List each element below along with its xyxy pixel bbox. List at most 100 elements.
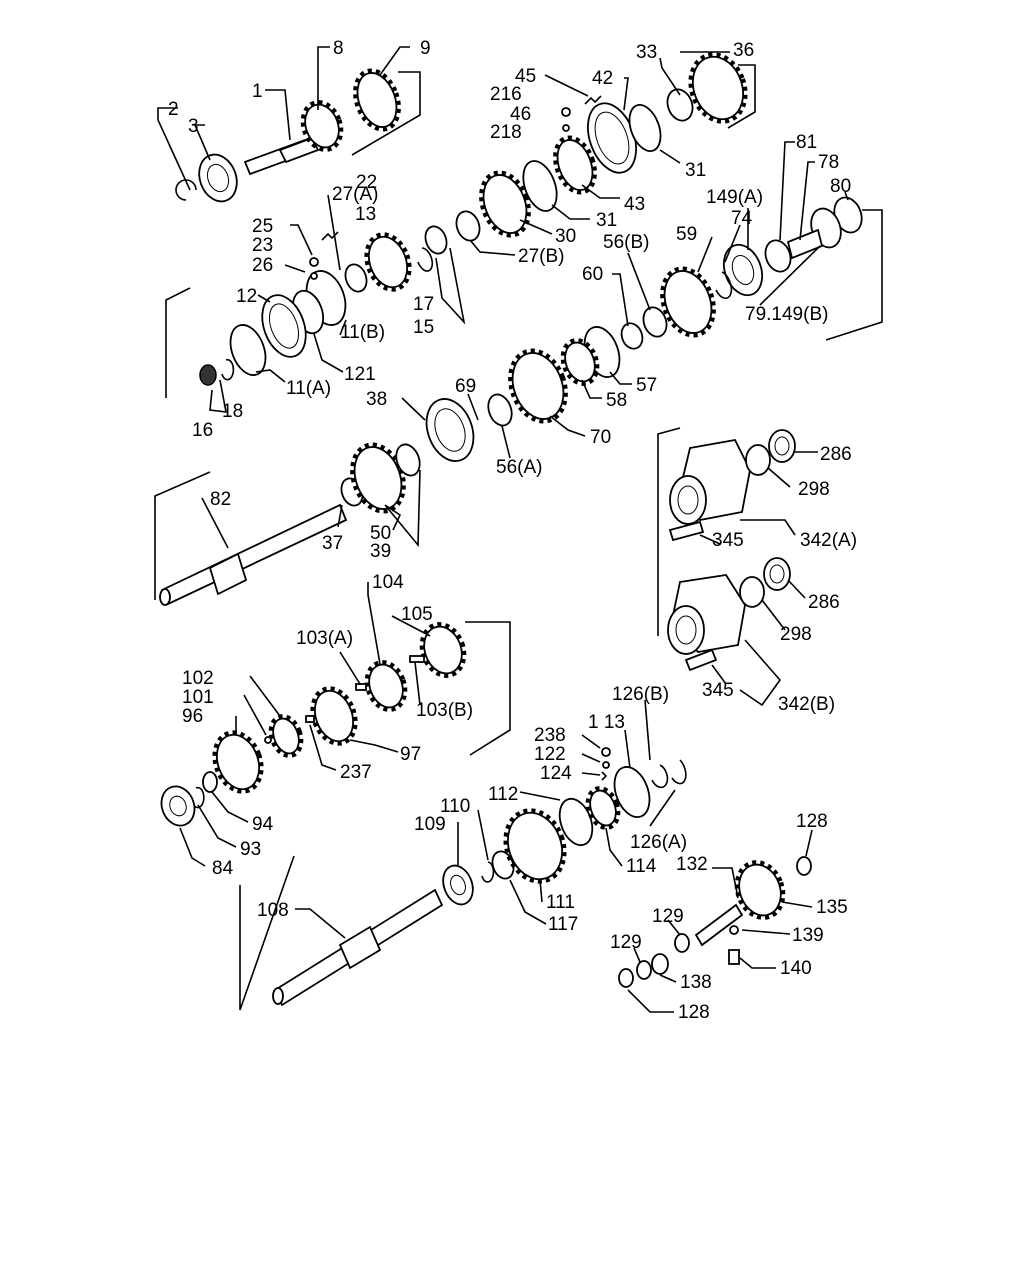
washer-94 <box>202 771 218 793</box>
label-126b: 126(B) <box>612 684 669 705</box>
leader-l1 <box>265 89 291 141</box>
leader-l93 <box>197 804 237 848</box>
leader-l128b <box>627 989 674 1013</box>
label-237: 237 <box>340 762 372 783</box>
leader-l18-16 <box>209 379 227 413</box>
shaft-piece-78 <box>786 228 824 260</box>
label-129b: 129 <box>610 932 642 953</box>
leader-l139 <box>741 929 791 935</box>
pin-103a <box>355 683 367 691</box>
nut-16 <box>199 364 217 386</box>
ball-238 <box>601 747 611 757</box>
mainshaft-82-end <box>159 588 171 606</box>
ball-23 <box>309 257 319 267</box>
group-cluster-gears: 104 105 103(A) 103(B) 102 101 96 97 237 … <box>160 572 511 879</box>
label-84: 84 <box>212 858 234 879</box>
label-96: 96 <box>182 706 203 727</box>
label-39: 39 <box>370 541 391 562</box>
label-13: 13 <box>355 204 376 225</box>
leader-l30 <box>519 219 553 235</box>
group-reverse-idler: 128 132 135 139 129 129 138 140 128 <box>610 811 848 1023</box>
label-117: 117 <box>548 914 578 935</box>
label-25: 25 <box>252 216 273 237</box>
label-218: 218 <box>490 122 522 143</box>
sleeve-12 <box>261 294 307 358</box>
label-102: 102 <box>182 668 214 689</box>
label-18: 18 <box>222 401 243 422</box>
leader-l110 <box>477 809 489 861</box>
label-101: 101 <box>182 687 214 708</box>
leader-l56b <box>627 252 651 311</box>
ring-31-b <box>522 160 558 212</box>
gear-30-teeth <box>479 170 531 238</box>
leader-l113 <box>624 729 631 769</box>
label-97: 97 <box>400 744 421 765</box>
snap-ring-18 <box>221 358 235 381</box>
snap-ring-15 <box>417 247 434 272</box>
gear-13-teeth <box>364 232 412 292</box>
leader-l112 <box>519 791 561 801</box>
label-69: 69 <box>455 376 476 397</box>
ring-11a <box>229 324 267 376</box>
ball-46 <box>561 107 571 117</box>
leader-l342a <box>740 519 796 536</box>
bearing-129-a <box>674 933 690 953</box>
bracket-mainshaft <box>154 471 211 600</box>
washer-139 <box>729 925 739 935</box>
label-129a: 129 <box>652 906 684 927</box>
bearing-3-inner <box>206 163 230 193</box>
leader-l74 <box>724 224 741 263</box>
leader-l79 <box>759 245 821 306</box>
label-135: 135 <box>816 897 848 918</box>
flange-342b-bore <box>675 615 697 645</box>
label-238: 238 <box>534 725 566 746</box>
mainshaft-82-collar <box>208 552 248 596</box>
bearing-3 <box>198 153 238 203</box>
flange-342a-bore <box>677 485 699 515</box>
leader-l38 <box>401 397 426 421</box>
leader-l17-15 <box>435 247 466 325</box>
snap-ring-74 <box>715 271 733 300</box>
bearing-109 <box>442 864 474 906</box>
label-342a: 342(A) <box>800 530 857 551</box>
bracket-upper-right <box>727 64 756 129</box>
ball-101 <box>264 736 272 744</box>
hub-58-teeth <box>560 338 600 386</box>
leader-l97 <box>349 739 399 753</box>
gear-70 <box>511 352 565 420</box>
ball-218 <box>562 124 570 132</box>
label-80: 80 <box>830 176 851 197</box>
snap-ring-126a <box>671 759 687 785</box>
label-94: 94 <box>252 814 274 835</box>
group-input-shaft: 1 2 3 8 9 <box>157 38 431 203</box>
hub-43-teeth <box>553 135 597 195</box>
gear-135-teeth <box>734 860 786 920</box>
leader-l33-36 <box>659 57 681 96</box>
leader-l27a <box>327 194 341 271</box>
leader-l58 <box>581 379 602 399</box>
nut-286b-inner <box>769 564 785 584</box>
leader-l122 <box>581 753 601 763</box>
bearing-39 <box>395 443 421 477</box>
leader-l345b <box>711 664 727 685</box>
label-82: 82 <box>210 489 231 510</box>
bearing-129-b <box>636 960 652 980</box>
leader-l298b <box>761 599 786 631</box>
leader-l138 <box>659 974 677 983</box>
synchro-ring-9-teeth <box>353 68 401 132</box>
label-15: 15 <box>413 317 434 338</box>
bearing-33 <box>666 88 694 122</box>
leader-l132 <box>712 867 739 899</box>
label-3: 3 <box>188 116 199 137</box>
snap-ring-110 <box>481 861 495 883</box>
bearing-84 <box>160 785 196 827</box>
bracket-cluster <box>465 621 511 756</box>
label-108: 108 <box>257 900 289 921</box>
leader-l69 <box>467 393 479 421</box>
label-58: 58 <box>606 390 627 411</box>
label-37: 37 <box>322 533 343 554</box>
label-140: 140 <box>780 958 812 979</box>
label-132: 132 <box>676 854 708 875</box>
label-286b: 286 <box>808 592 840 613</box>
